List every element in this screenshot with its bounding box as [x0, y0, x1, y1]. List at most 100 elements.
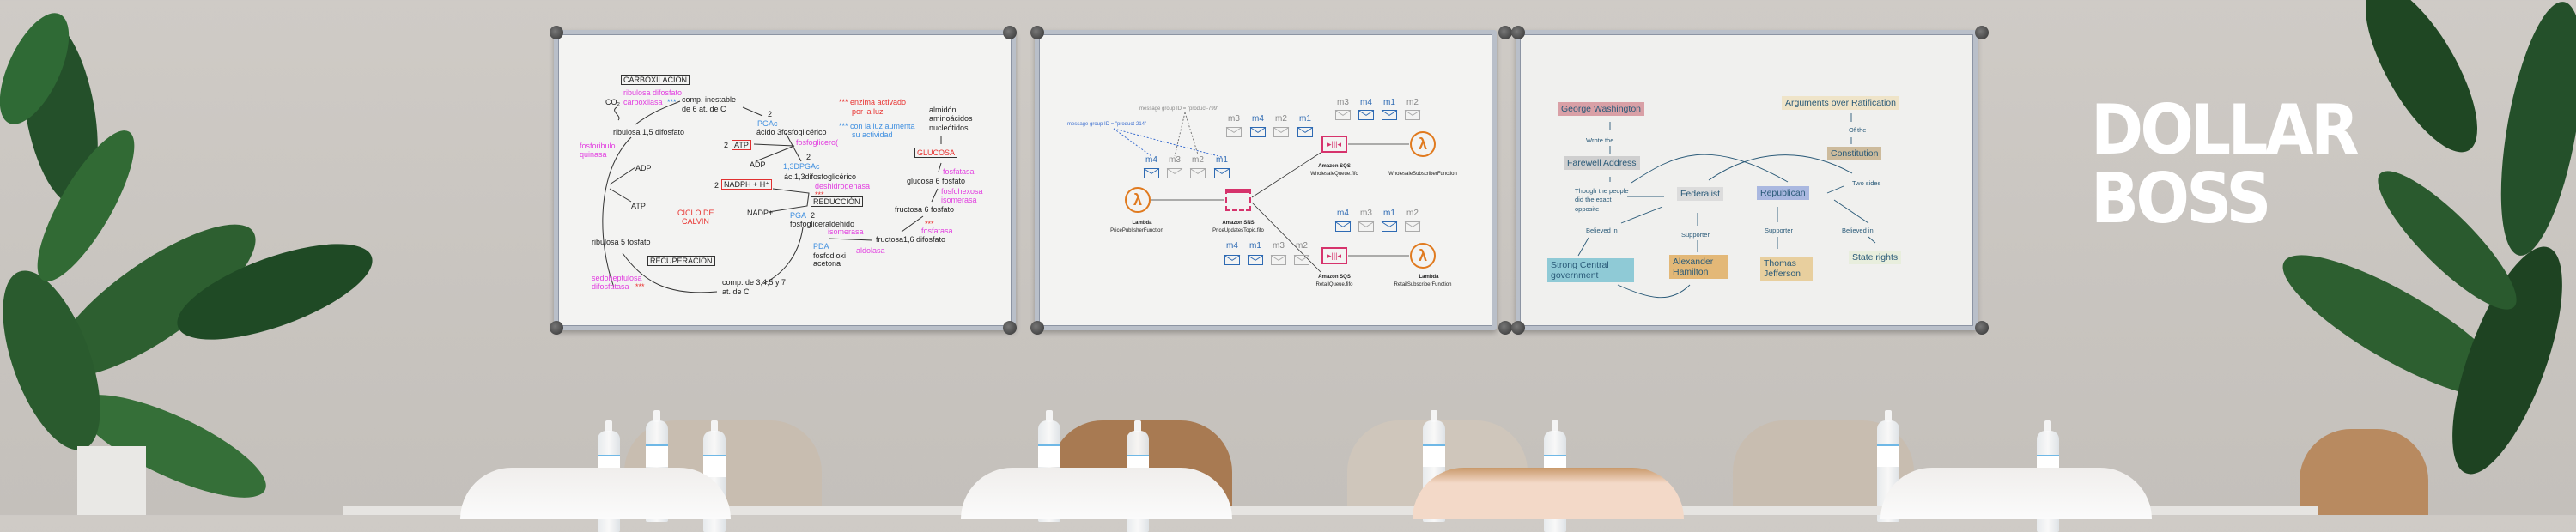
- edge-label: Supporter: [1765, 227, 1793, 234]
- edge-label: Two sides: [1852, 179, 1881, 187]
- message-label: m4: [1252, 114, 1264, 124]
- sqs-queue-icon: ▸|||◂: [1321, 247, 1347, 264]
- chair: [1413, 468, 1684, 519]
- message-label: m1: [1249, 241, 1261, 251]
- message-label: m3: [1273, 241, 1285, 251]
- label: ADP: [750, 160, 766, 169]
- left-plant: [0, 13, 373, 515]
- carboxilacion-box: CARBOXILACIÓN: [621, 75, 690, 85]
- message-label: m2: [1296, 241, 1308, 251]
- message-label: m2: [1406, 98, 1419, 107]
- message-label: m4: [1226, 241, 1238, 251]
- label: aldolasa: [856, 246, 885, 255]
- edge-label: Though the people: [1575, 187, 1629, 195]
- label: deshidrogenasa: [815, 182, 871, 190]
- node-farewell-address: Farewell Address: [1564, 156, 1640, 170]
- message-label: m2: [1275, 114, 1287, 124]
- nadph-box: NADPH + H⁺: [721, 179, 773, 190]
- edge-label: opposite: [1575, 205, 1600, 213]
- label: CICLO DE: [677, 209, 714, 217]
- chair: [961, 468, 1232, 519]
- envelope-icon: [1335, 110, 1351, 120]
- label: ribulosa 5 fosfato: [592, 238, 651, 246]
- envelope-icon: [1271, 255, 1286, 265]
- label: sedoheptulosa: [592, 274, 642, 282]
- message-label: m3: [1337, 98, 1349, 107]
- publisher-name: PricePublisherFunction: [1110, 228, 1163, 233]
- glucosa-box: GLUCOSA: [914, 148, 958, 158]
- label: ATP: [631, 202, 646, 210]
- label: fosfatasa: [943, 167, 975, 176]
- topic-service: Amazon SNS: [1222, 221, 1255, 226]
- envelope-icon: [1248, 255, 1263, 265]
- group-id-799: message group ID = "product-799": [1139, 106, 1219, 112]
- envelope-icon: [1226, 127, 1242, 137]
- label: de 6 at. de C: [682, 105, 726, 113]
- label: por la luz: [852, 107, 884, 116]
- label: 2: [811, 211, 816, 220]
- label: su actividad: [852, 130, 893, 139]
- message-label: m2: [1192, 155, 1204, 165]
- label: nucleótidos: [929, 124, 969, 132]
- envelope-icon: [1167, 168, 1182, 178]
- edge-label: Believed in: [1586, 227, 1618, 234]
- label: ***: [815, 190, 824, 199]
- envelope-icon: [1144, 168, 1159, 178]
- chair: [2300, 429, 2428, 515]
- label: comp. inestable: [682, 95, 737, 104]
- message-label: m4: [1337, 209, 1349, 218]
- label: acetona: [813, 259, 841, 268]
- label: fosfoglicero(: [796, 138, 839, 147]
- envelope-icon: [1382, 110, 1397, 120]
- edge-label: Believed in: [1842, 227, 1874, 234]
- envelope-icon: [1250, 127, 1266, 137]
- label: 2: [806, 153, 811, 161]
- label: glucosa 6 fosfato: [907, 177, 966, 185]
- envelope-icon: [1297, 127, 1313, 137]
- calvin-arrows: [602, 100, 942, 293]
- label: 2: [714, 181, 720, 190]
- atp-box: ATP: [732, 140, 751, 150]
- node-arguments-ratification: Arguments over Ratification: [1782, 96, 1899, 110]
- label: ADP: [635, 164, 652, 172]
- envelope-icon: [1358, 110, 1374, 120]
- node-text: government: [1551, 270, 1599, 281]
- label: PGAc: [757, 119, 778, 128]
- recuperacion-box: RECUPERACIÓN: [647, 256, 715, 266]
- node-text: Hamilton: [1673, 267, 1709, 277]
- message-label: m3: [1360, 209, 1372, 218]
- node-federalist: Federalist: [1677, 187, 1724, 201]
- label: quinasa: [580, 150, 607, 159]
- message-label: m1: [1216, 155, 1228, 165]
- label: fosfodioxi: [813, 251, 847, 260]
- label: fructosa 6 fosfato: [895, 205, 955, 214]
- message-label: m3: [1228, 114, 1240, 124]
- label: carboxilasa: [623, 98, 663, 106]
- envelope-icon: [1405, 221, 1420, 232]
- label: ácido 3fosfoglicérico: [756, 128, 827, 136]
- label: *** enzima activado: [839, 98, 907, 106]
- wholesale-queue-service: Amazon SQS: [1318, 164, 1351, 169]
- node-text: Jefferson: [1764, 269, 1801, 279]
- message-label: m4: [1145, 155, 1157, 165]
- label: 2: [724, 141, 729, 149]
- label: fosfogliceraldehido: [790, 220, 855, 228]
- envelope-icon: [1382, 221, 1397, 232]
- label: comp. de 3,4,5 y 7: [722, 278, 787, 287]
- lambda-icon: λ: [1410, 131, 1436, 157]
- topic-name: PriceUpdatesTopic.fifo: [1212, 228, 1264, 233]
- envelope-icon: [1224, 255, 1240, 265]
- message-label: m1: [1383, 98, 1395, 107]
- publisher-service: Lambda: [1132, 221, 1152, 226]
- label: at. de C: [722, 287, 750, 296]
- message-label: m2: [1406, 209, 1419, 218]
- retail-fn-service: Lambda: [1419, 275, 1439, 280]
- envelope-icon: [1273, 127, 1289, 137]
- node-george-washington: George Washington: [1558, 102, 1644, 116]
- retail-queue-service: Amazon SQS: [1318, 275, 1351, 280]
- label: ác.1,3difosfoglicérico: [784, 172, 857, 181]
- retail-fn-name: RetailSubscriberFunction: [1394, 282, 1452, 287]
